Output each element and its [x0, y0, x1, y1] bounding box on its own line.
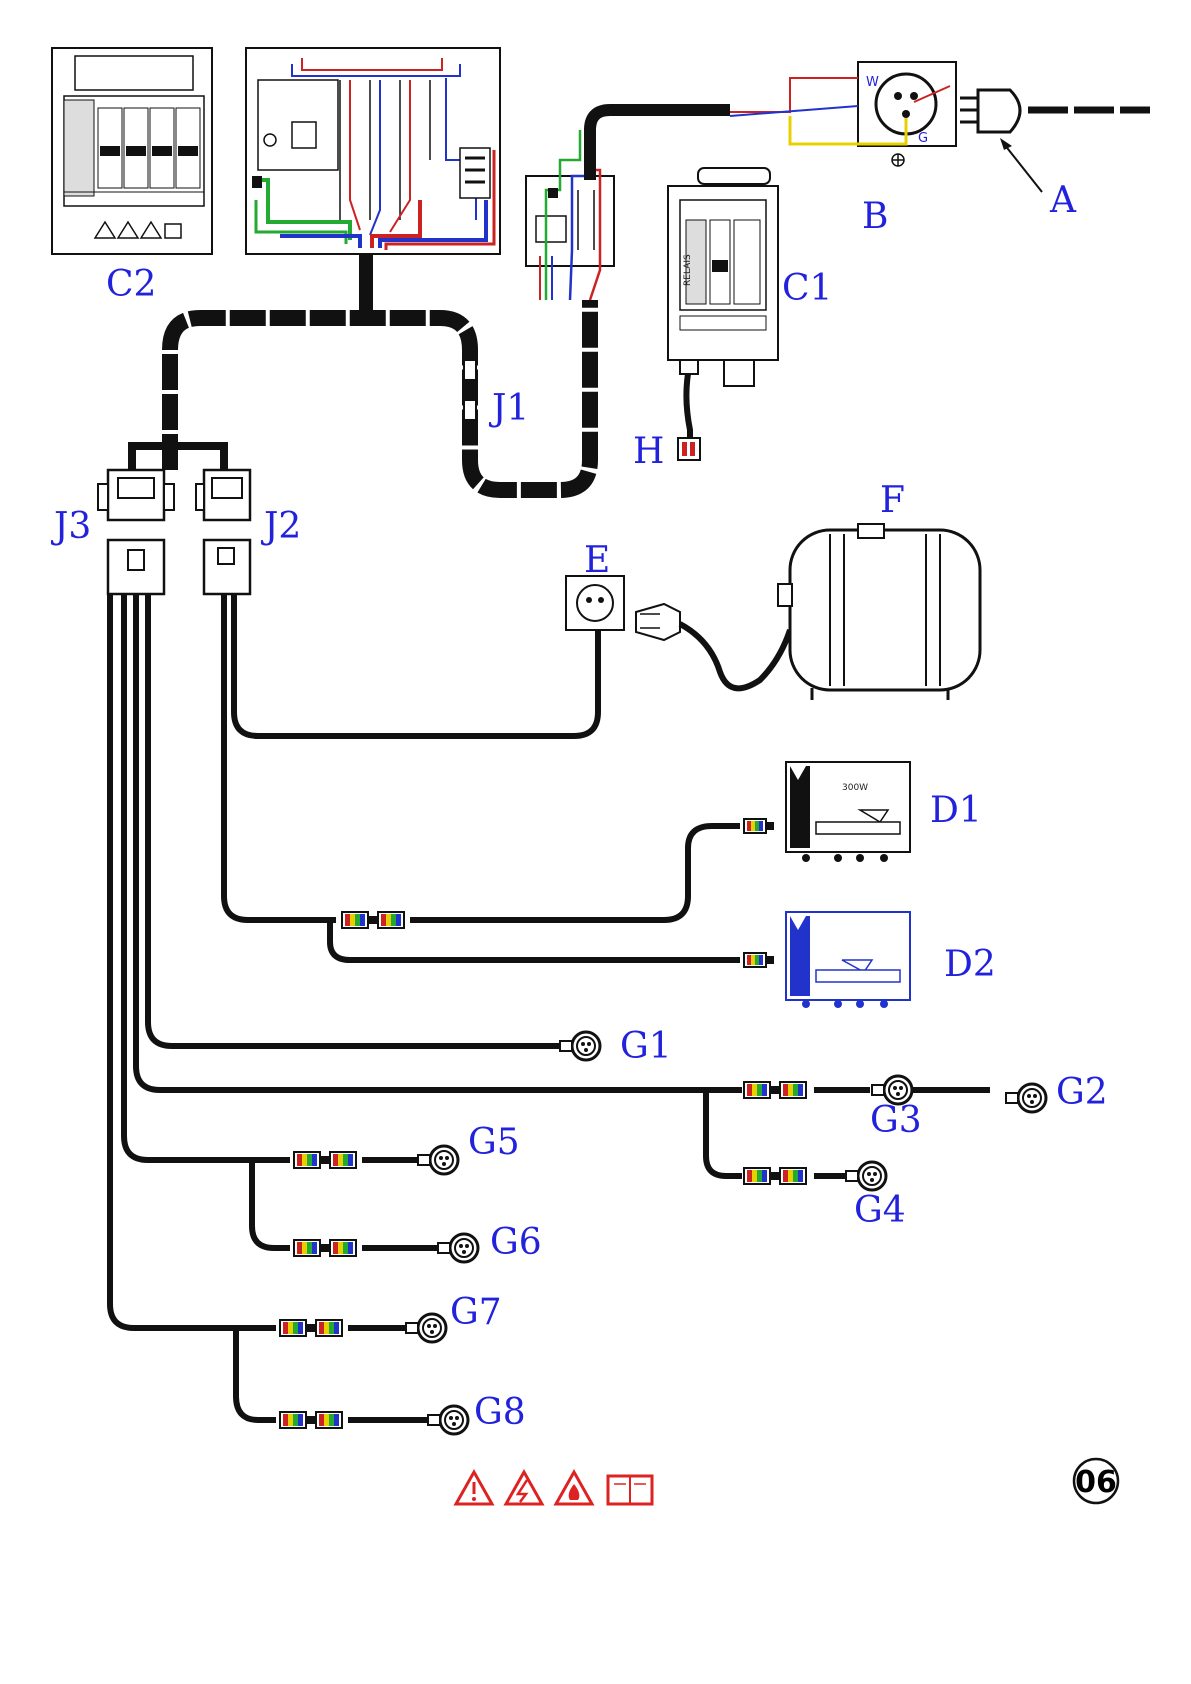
label-a: A: [1049, 180, 1077, 221]
relay-unit-c1: RELAIS: [668, 168, 778, 460]
label-c1: C1: [782, 268, 832, 309]
label-g5: G5: [468, 1122, 520, 1163]
inline-plugs: [280, 819, 806, 1428]
unit-d1: 300W: [786, 762, 910, 862]
tank-f: [778, 524, 980, 700]
socket-g-text: G: [918, 131, 928, 146]
manual-icon: [608, 1476, 652, 1504]
label-j3: J3: [50, 506, 91, 547]
socket-w-text: W: [866, 75, 879, 90]
label-c2: C2: [106, 264, 156, 305]
main-wiring-box: [246, 48, 500, 254]
label-g7: G7: [450, 1292, 502, 1333]
electric-hazard-icon: [506, 1472, 542, 1504]
g-connector-g2: [1006, 1084, 1046, 1112]
label-g1: G1: [620, 1026, 672, 1067]
label-g3: G3: [870, 1100, 922, 1141]
page-number-badge: 06: [1074, 1459, 1118, 1503]
label-g6: G6: [490, 1222, 542, 1263]
g-connector-g4: [846, 1162, 886, 1190]
g-connector-g5: [418, 1146, 458, 1174]
connector-j3: [98, 470, 174, 594]
label-h: H: [633, 431, 664, 472]
label-g8: G8: [474, 1392, 526, 1433]
label-j1: J1: [488, 388, 529, 429]
label-j2: J2: [260, 506, 301, 547]
label-g2: G2: [1056, 1072, 1108, 1113]
relais-text: RELAIS: [683, 254, 693, 286]
label-e: E: [584, 540, 610, 581]
label-d2: D2: [944, 944, 996, 985]
control-panel-c2: [52, 48, 212, 254]
d1-power-text: 300W: [842, 783, 868, 793]
g-connector-g8: [428, 1406, 468, 1434]
junction-box: [526, 128, 614, 300]
plug-a: [960, 90, 1150, 192]
label-f: F: [880, 480, 905, 521]
label-g4: G4: [854, 1190, 906, 1231]
page-number: 06: [1075, 1465, 1117, 1500]
label-d1: D1: [930, 790, 982, 831]
warning-icon: [456, 1472, 492, 1504]
socket-b: W G: [858, 62, 956, 166]
g-connector-g6: [438, 1234, 478, 1262]
g-connector-g7: [406, 1314, 446, 1342]
fire-hazard-icon: [556, 1472, 592, 1504]
unit-d2: [786, 912, 910, 1008]
connector-j2: [196, 470, 250, 594]
label-b: B: [862, 196, 888, 237]
component-labels: A B C1 C2 H J1 J3 J2 E F D1 D2 G1 G2 G3 …: [50, 180, 1108, 1433]
g-connector-g1: [560, 1032, 600, 1060]
